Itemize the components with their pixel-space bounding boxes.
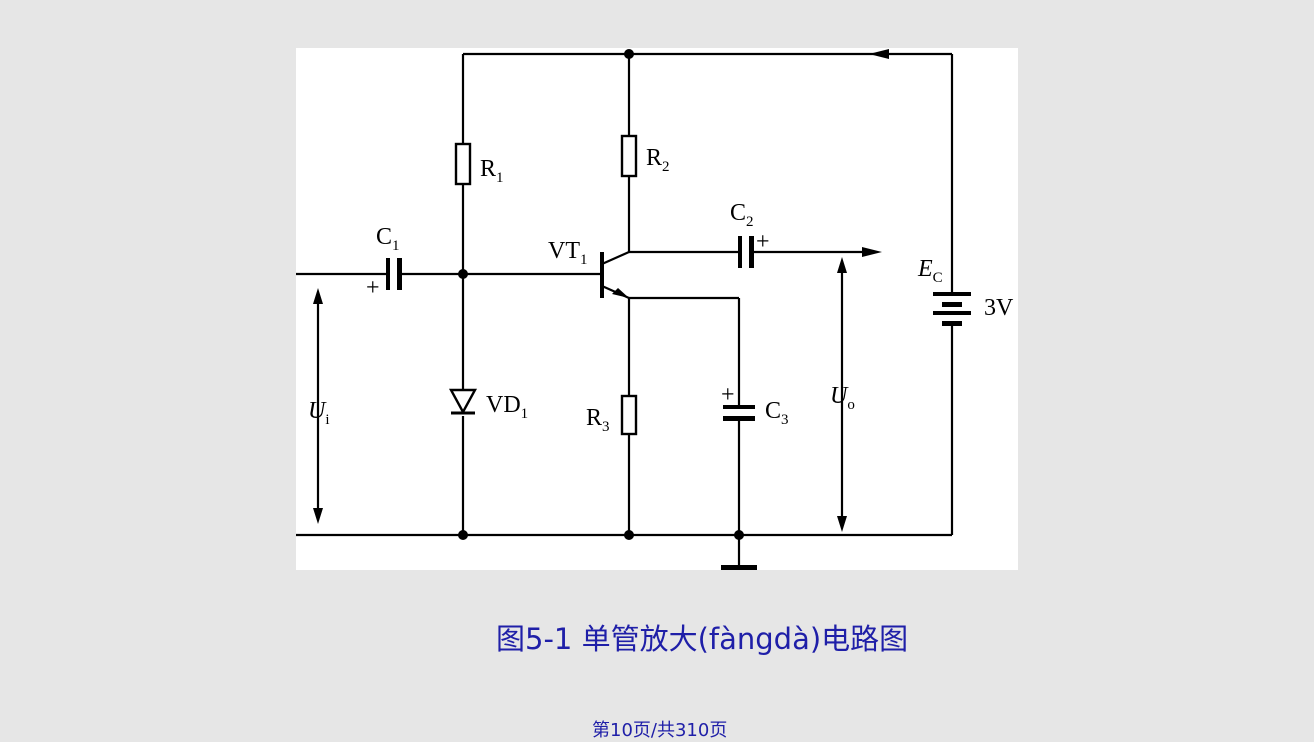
- uo-arrow-up: [837, 257, 847, 273]
- circuit-diagram: R1 R2 R3 C1 C2 C3 VT1 VD1 EC 3V Ui Uo + …: [296, 49, 1014, 570]
- top-rail-arrow: [869, 49, 889, 59]
- figure-caption: 图5-1 单管放大(fàngdà)电路图: [496, 622, 909, 656]
- label-ec-value: 3V: [984, 295, 1014, 321]
- page-number: 第10页/共310页: [592, 720, 728, 741]
- label-r2: R2: [646, 145, 670, 175]
- junction-dot: [624, 530, 634, 540]
- c2-plate-left: [738, 236, 742, 268]
- ec-cell-long-1: [933, 292, 971, 296]
- circuit-figure: R1 R2 R3 C1 C2 C3 VT1 VD1 EC 3V Ui Uo + …: [296, 48, 1018, 570]
- c2-plate-right: [749, 236, 754, 268]
- ec-cell-short-2: [942, 321, 962, 326]
- uo-arrow-down: [837, 516, 847, 532]
- label-r3: R3: [586, 405, 610, 435]
- c1-plate-right: [397, 258, 402, 290]
- c1-plate-left: [386, 258, 390, 290]
- junction-dot: [458, 530, 468, 540]
- vt1-emitter-arrow: [612, 288, 629, 298]
- ec-cell-short-1: [942, 302, 962, 307]
- r3-resistor: [620, 394, 638, 436]
- vd1-diode-triangle: [448, 388, 478, 415]
- c1-polarity-plus: +: [366, 275, 380, 301]
- label-vt1: VT1: [548, 238, 588, 268]
- label-c2: C2: [730, 200, 754, 230]
- junction-dot: [458, 269, 468, 279]
- label-vd1: VD1: [486, 392, 528, 422]
- junction-dot: [624, 49, 634, 59]
- ui-arrow-down: [313, 508, 323, 524]
- label-uo: Uo: [830, 383, 855, 413]
- label-ui: Ui: [308, 398, 330, 428]
- output-arrow: [862, 247, 882, 257]
- label-c3: C3: [765, 398, 789, 428]
- label-ec: EC: [917, 256, 943, 286]
- c3-polarity-plus: +: [721, 382, 735, 408]
- ui-arrow-up: [313, 288, 323, 304]
- r1-resistor: [454, 142, 472, 186]
- vt1-collector-lead: [601, 250, 630, 266]
- junction-dot: [734, 530, 744, 540]
- r2-resistor: [620, 134, 638, 178]
- ground-symbol: [721, 565, 757, 570]
- c3-plate-bottom: [723, 416, 755, 421]
- ec-cell-long-2: [933, 311, 971, 315]
- label-c1: C1: [376, 224, 400, 254]
- c2-polarity-plus: +: [756, 229, 770, 255]
- c3-plate-top: [723, 405, 755, 409]
- label-r1: R1: [480, 156, 504, 186]
